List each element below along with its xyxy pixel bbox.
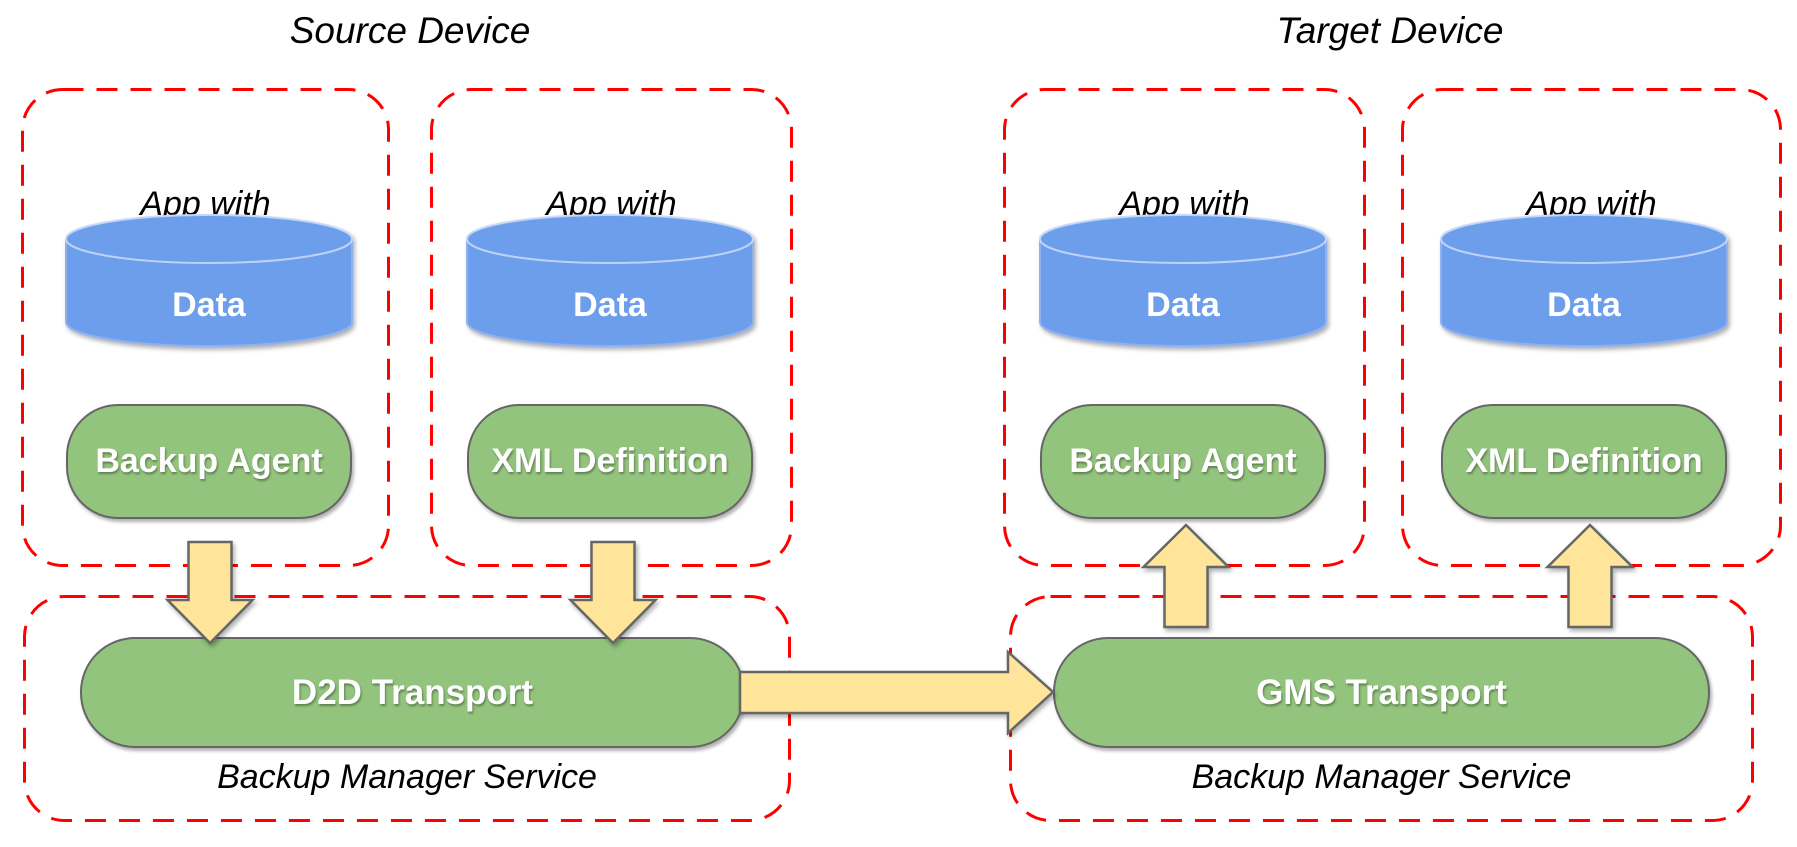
data-cylinder-label: Data <box>172 286 247 324</box>
service-box-source: Backup Manager Service <box>23 595 791 822</box>
service-label-target: Backup Manager Service <box>1191 758 1572 796</box>
component-label: Backup Agent <box>1069 442 1297 480</box>
data-cylinder-target-keyvalue: Data <box>1039 214 1327 347</box>
component-pill-target-backup-agent: Backup Agent <box>1040 404 1326 519</box>
target-device-title: Target Device <box>1276 10 1504 51</box>
transport-label: GMS Transport <box>1256 672 1507 712</box>
data-cylinder-label: Data <box>573 286 648 324</box>
transport-label: D2D Transport <box>291 672 534 712</box>
data-cylinder-label: Data <box>1547 286 1622 324</box>
dashed-border <box>1009 595 1754 822</box>
component-label: Backup Agent <box>95 442 323 480</box>
data-cylinder-source-auto: Data <box>466 214 754 347</box>
service-label-source: Backup Manager Service <box>217 758 597 796</box>
data-cylinder-source-keyvalue: Data <box>65 214 353 347</box>
component-pill-target-xml-definition: XML Definition <box>1441 404 1727 519</box>
transport-pill-gms: GMS Transport <box>1053 637 1710 748</box>
component-label: XML Definition <box>1465 442 1703 480</box>
service-box-target: Backup Manager Service <box>1009 595 1754 822</box>
dashed-border <box>1003 88 1366 567</box>
dashed-border <box>21 88 390 567</box>
transport-pill-d2d: D2D Transport <box>80 637 745 748</box>
data-cylinder-target-auto: Data <box>1440 214 1728 347</box>
component-label: XML Definition <box>491 442 729 480</box>
dashed-border <box>430 88 793 567</box>
component-pill-source-backup-agent: Backup Agent <box>66 404 352 519</box>
data-cylinder-label: Data <box>1146 286 1221 324</box>
component-pill-source-xml-definition: XML Definition <box>467 404 753 519</box>
source-device-title: Source Device <box>289 10 531 51</box>
